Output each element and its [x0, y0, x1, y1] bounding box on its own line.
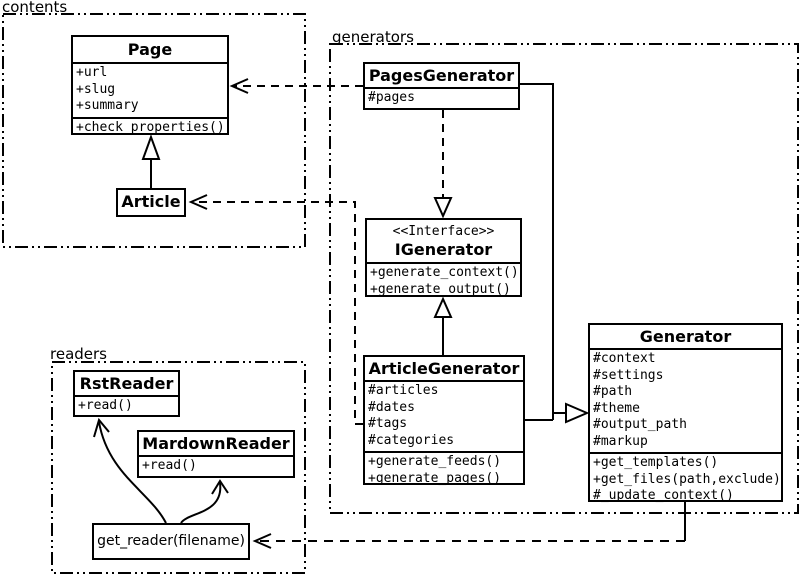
method: +generate_feeds()	[368, 454, 502, 469]
class-articlegenerator-title: ArticleGenerator	[368, 359, 520, 378]
method: +read()	[142, 458, 197, 473]
package-contents-border	[2, 13, 306, 248]
method: +get_files(path,exclude)	[593, 471, 781, 487]
class-generator: Generator #context #settings #path #them…	[588, 323, 783, 503]
class-page: Page +url +slug +summary +check_properti…	[71, 35, 229, 135]
class-pagesgenerator-attributes: #pages	[365, 87, 518, 109]
package-generators-border	[329, 43, 799, 514]
attribute: #pages	[368, 90, 415, 105]
class-generator-methods: +get_templates() +get_files(path,exclude…	[590, 452, 781, 507]
arrow-getreader-to-mardownreader	[180, 479, 229, 524]
dependency-articlegenerator-to-article	[188, 194, 363, 425]
method: +generate_pages()	[368, 470, 502, 486]
method: +generate_output()	[370, 281, 511, 297]
class-articlegenerator-attributes: #articles #dates #tags #categories	[365, 380, 523, 451]
attribute: #output_path	[593, 417, 687, 432]
attribute: +summary	[76, 98, 139, 113]
realization-pagesgenerator-to-igenerator	[433, 110, 453, 219]
method: #_update_context()	[593, 488, 734, 503]
arrow-getreader-to-rstreader	[93, 417, 167, 524]
class-mardownreader-methods: +read()	[139, 455, 293, 477]
attribute: #categories	[368, 432, 455, 448]
class-generator-title: Generator	[639, 327, 732, 346]
class-page-attributes: +url +slug +summary	[73, 62, 227, 117]
package-label-readers: readers	[50, 345, 107, 363]
class-rstreader-methods: +read()	[75, 395, 178, 417]
package-label-contents: contents	[2, 0, 68, 16]
dependency-generator-to-getreader	[252, 502, 686, 549]
class-article-title: Article	[121, 192, 181, 211]
class-rstreader: RstReader +read()	[73, 370, 180, 417]
class-igenerator-methods: +generate_context() +generate_output()	[367, 262, 520, 300]
class-pagesgenerator: PagesGenerator #pages	[363, 62, 520, 110]
class-generator-attributes: #context #settings #path #theme #output_…	[590, 348, 781, 452]
class-page-methods: +check_properties()	[73, 116, 227, 139]
class-igenerator: <<Interface>> IGenerator +generate_conte…	[365, 218, 522, 297]
class-articlegenerator: ArticleGenerator #articles #dates #tags …	[363, 355, 525, 486]
class-igenerator-stereotype: <<Interface>>	[392, 224, 495, 239]
package-label-generators: generators	[332, 28, 414, 46]
method: +check_properties()	[76, 119, 225, 135]
inheritance-article-to-page	[141, 134, 161, 188]
inheritance-generators-to-generator	[520, 83, 590, 424]
attribute: +slug	[76, 81, 116, 97]
method: +read()	[78, 398, 133, 413]
function-get-reader: get_reader(filename)	[92, 523, 250, 560]
attribute: #theme	[593, 400, 640, 416]
class-articlegenerator-methods: +generate_feeds() +generate_pages()	[365, 451, 523, 489]
attribute: +url	[76, 65, 108, 80]
class-page-title: Page	[127, 40, 173, 59]
class-article: Article	[116, 188, 186, 217]
class-igenerator-title: IGenerator	[394, 240, 493, 259]
method: +generate_context()	[370, 265, 519, 280]
attribute: #articles	[368, 383, 439, 398]
class-mardownreader-title: MardownReader	[142, 434, 290, 453]
attribute: #markup	[593, 433, 648, 449]
attribute: #context	[593, 351, 656, 366]
attribute: #path	[593, 384, 633, 399]
class-rstreader-title: RstReader	[79, 374, 174, 393]
attribute: #dates	[368, 399, 415, 415]
attribute: #settings	[593, 367, 664, 383]
package-readers-border	[51, 361, 306, 574]
method: +get_templates()	[593, 455, 719, 470]
attribute: #tags	[368, 416, 408, 431]
class-pagesgenerator-title: PagesGenerator	[368, 66, 515, 85]
function-get-reader-label: get_reader(filename)	[97, 533, 245, 549]
class-mardownreader: MardownReader +read()	[137, 430, 295, 478]
inheritance-articlegenerator-to-igenerator	[433, 296, 453, 355]
dependency-pagesgenerator-to-page	[229, 78, 363, 94]
